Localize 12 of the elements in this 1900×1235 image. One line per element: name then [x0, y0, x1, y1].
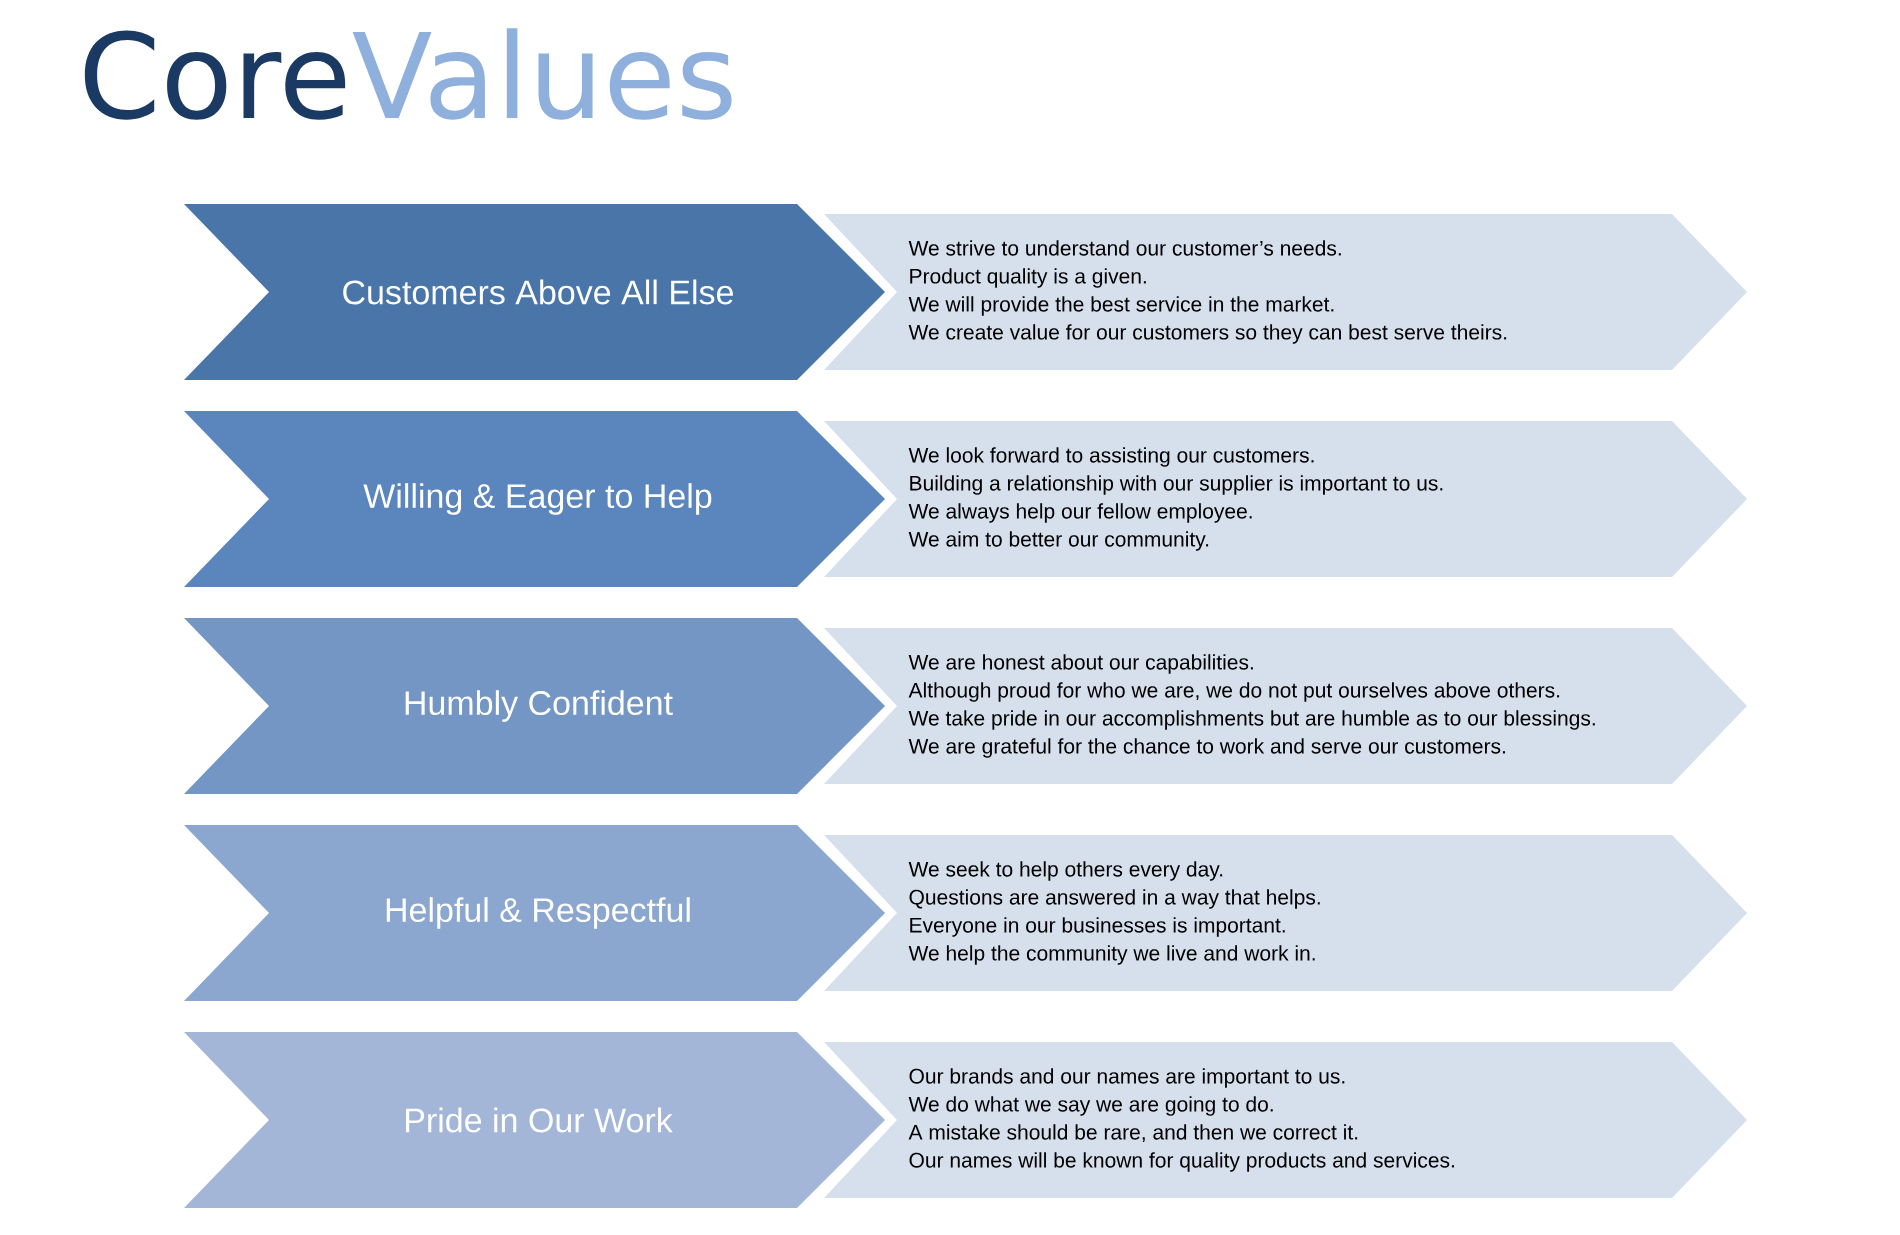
value-heading-box: Pride in Our Work	[184, 1032, 885, 1208]
value-description-box: We seek to help others every day. Questions are answered in a way that helps. Everyone in our businesses is important. We help the community we live and work in.	[824, 835, 1747, 991]
value-heading-box: Willing & Eager to Help	[184, 411, 885, 587]
value-heading-box: Customers Above All Else	[184, 204, 885, 380]
value-description-box: We are honest about our capabilities. Although proud for who we are, we do not put ourselves above others. We take pride in our accomplishments but are humble as to our blessings. We are grateful for the chance to work and serve our customers.	[824, 628, 1747, 784]
title: Core	[84, 30, 346, 120]
title: Values	[352, 28, 732, 120]
value-heading-box: Helpful & Respectful	[184, 825, 885, 1001]
value-description-box: We look forward to assisting our customers. Building a relationship with our supplier is important to us. We always help our fellow employee. We aim to better our community.	[824, 421, 1747, 577]
value-description-box: Our brands and our names are important to us. We do what we say we are going to do. A mistake should be rare, and then we correct it. Our names will be known for quality products and services.	[824, 1042, 1747, 1198]
value-description-box: We strive to understand our customer’s needs. Product quality is a given. We will provide the best service in the market. We create value for our customers so they can best serve theirs.	[824, 214, 1747, 370]
value-heading-box: Humbly Confident	[184, 618, 885, 794]
